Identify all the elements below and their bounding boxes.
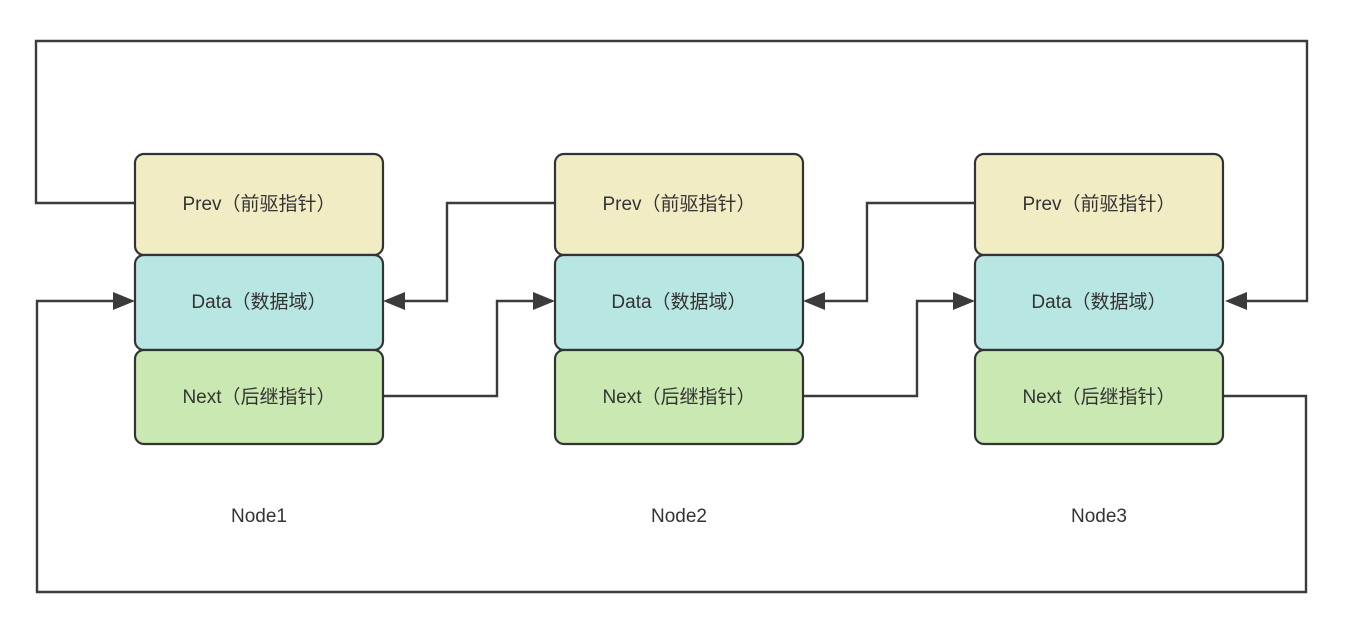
arrow-head-into-node1-data-left: [113, 292, 135, 310]
link-path-node3-prev: [815, 201, 975, 303]
node1-caption: Node1: [231, 506, 287, 527]
node3-next-label: Next（后继指针）: [1022, 386, 1175, 408]
link-node3-next-to-node1-data: [35, 292, 1308, 594]
node-node1[interactable]: Prev（前驱指针） Data（数据域） Next（后继指针） Node1: [133, 152, 385, 527]
link-path-node2-prev: [395, 201, 555, 303]
link-path-node2-next: [803, 299, 963, 398]
node1-prev-label: Prev（前驱指针）: [182, 193, 335, 215]
arrow-head-into-node3-data-right: [1225, 292, 1247, 310]
link-node1-prev-to-node3-data: [34, 39, 1309, 310]
node2-caption: Node2: [651, 506, 707, 527]
node-node2[interactable]: Prev（前驱指针） Data（数据域） Next（后继指针） Node2: [553, 152, 805, 527]
link-node1-next-to-node2-data: [383, 292, 555, 398]
node-node3[interactable]: Prev（前驱指针） Data（数据域） Next（后继指针） Node3: [973, 152, 1225, 527]
node3-next-cell[interactable]: [973, 348, 1225, 446]
link-path-node1-prev-wrap: [34, 39, 1309, 303]
node1-data-label: Data（数据域）: [191, 291, 326, 313]
arrow-head-into-node1-data-right: [383, 292, 405, 310]
node2-prev-label: Prev（前驱指针）: [602, 193, 755, 215]
node3-data-label: Data（数据域）: [1031, 291, 1166, 313]
node3-prev-label: Prev（前驱指针）: [1022, 193, 1175, 215]
arrow-head-into-node2-data-right: [803, 292, 825, 310]
node1-next-label: Next（后继指针）: [182, 386, 335, 408]
link-node2-prev-to-node1-data: [383, 201, 555, 310]
arrow-head-into-node2-data-left: [533, 292, 555, 310]
arrow-head-into-node3-data-left: [953, 292, 975, 310]
link-layer: [34, 39, 1309, 594]
link-node2-next-to-node3-data: [803, 292, 975, 398]
link-node3-prev-to-node2-data: [803, 201, 975, 310]
node1-next-cell[interactable]: [133, 348, 385, 446]
node2-next-cell[interactable]: [553, 348, 805, 446]
node2-next-label: Next（后继指针）: [602, 386, 755, 408]
link-path-node1-next: [383, 299, 543, 398]
link-path-node3-next-wrap: [35, 299, 1308, 594]
node2-data-label: Data（数据域）: [611, 291, 746, 313]
node3-caption: Node3: [1071, 506, 1127, 527]
